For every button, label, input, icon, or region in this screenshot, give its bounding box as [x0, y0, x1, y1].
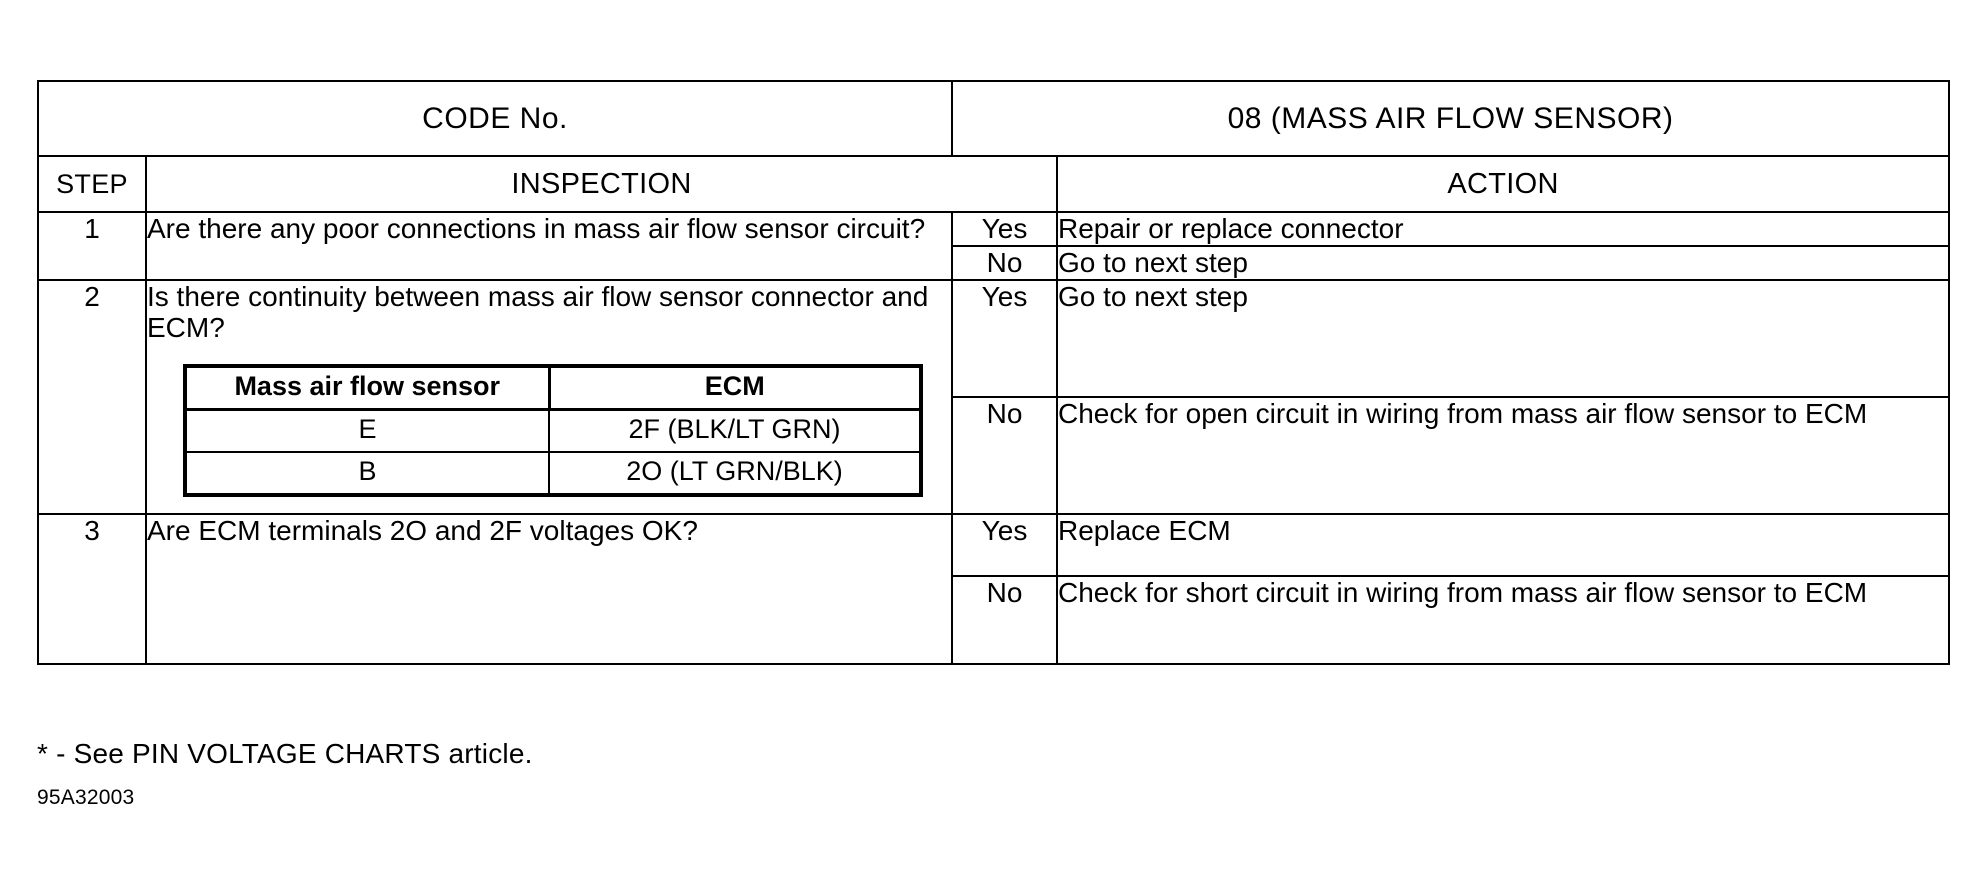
column-header-inspection: INSPECTION [144, 155, 1059, 213]
code-no-value: 08 (MASS AIR FLOW SENSOR) [951, 80, 1951, 157]
pin-table-row: E 2F (BLK/LT GRN) [183, 408, 923, 453]
step-3-outcome-no-action: Check for short circuit in wiring from m… [1056, 574, 1951, 665]
pin-table-header-ecm: ECM [547, 363, 923, 411]
pin-row-1-sensor: B [183, 450, 550, 497]
pin-table-header-sensor: Mass air flow sensor [183, 363, 551, 411]
step-2-outcome-yes-answer: Yes [951, 279, 1059, 398]
step-3-outcome-yes-answer: Yes [951, 512, 1059, 577]
step-2-outcome-no-answer: No [951, 395, 1059, 515]
diagnostic-trouble-code-table: CODE No. 08 (MASS AIR FLOW SENSOR) STEP … [36, 80, 1951, 665]
layout-spacer [147, 507, 951, 513]
pin-table-row: B 2O (LT GRN/BLK) [183, 450, 923, 497]
step-inspection-3: Are ECM terminals 2O and 2F voltages OK? [144, 512, 954, 665]
column-header-action: ACTION [1056, 155, 1951, 213]
step-inspection-2: Is there continuity between mass air flo… [147, 281, 929, 344]
table-row: 3 Are ECM terminals 2O and 2F voltages O… [37, 512, 1951, 665]
pin-row-0-ecm: 2F (BLK/LT GRN) [548, 408, 923, 453]
step-3-outcome-yes-action: Replace ECM [1056, 512, 1951, 577]
pin-continuity-table: Mass air flow sensor ECM E 2F (BLK/LT GR… [183, 363, 923, 497]
step-inspection-2-cell: Is there continuity between mass air flo… [144, 279, 954, 515]
table-column-header-row: STEP INSPECTION ACTION [37, 155, 1951, 213]
pin-row-0-sensor: E [183, 408, 550, 453]
step-inspection-1: Are there any poor connections in mass a… [144, 211, 954, 281]
column-header-step: STEP [37, 155, 147, 213]
table-header-code-row: CODE No. 08 (MASS AIR FLOW SENSOR) [36, 80, 1951, 157]
table-row: No Check for open circuit in wiring from… [38, 395, 1951, 515]
step-2-outcome-no-action: Check for open circuit in wiring from ma… [1056, 395, 1951, 515]
step-3-outcome-no-answer: No [951, 574, 1059, 665]
step-1-outcome-yes-answer: Yes [951, 211, 1059, 247]
table-row: No Check for short circuit in wiring fro… [38, 574, 1951, 665]
step-2-outcome-yes-action: Go to next step [1056, 279, 1951, 398]
pin-table-header-row: Mass air flow sensor ECM [183, 363, 923, 411]
step-1-outcome-yes-action: Repair or replace connector [1056, 211, 1951, 247]
code-no-label: CODE No. [36, 80, 954, 157]
step-1-outcome-no-answer: No [951, 245, 1059, 281]
step-number-1: 1 [37, 211, 147, 281]
step-number-3: 3 [37, 512, 147, 665]
table-row: No Go to next step [38, 245, 1951, 281]
step-number-2: 2 [37, 279, 147, 515]
table-row: 2 Is there continuity between mass air f… [37, 279, 1951, 515]
footnote-pin-voltage-charts: * - See PIN VOLTAGE CHARTS article. [37, 738, 533, 769]
step-1-outcome-no-action: Go to next step [1056, 245, 1951, 281]
document-number: 95A32003 [37, 786, 135, 809]
table-row: 1 Are there any poor connections in mass… [37, 211, 1951, 281]
pin-row-1-ecm: 2O (LT GRN/BLK) [548, 450, 923, 497]
